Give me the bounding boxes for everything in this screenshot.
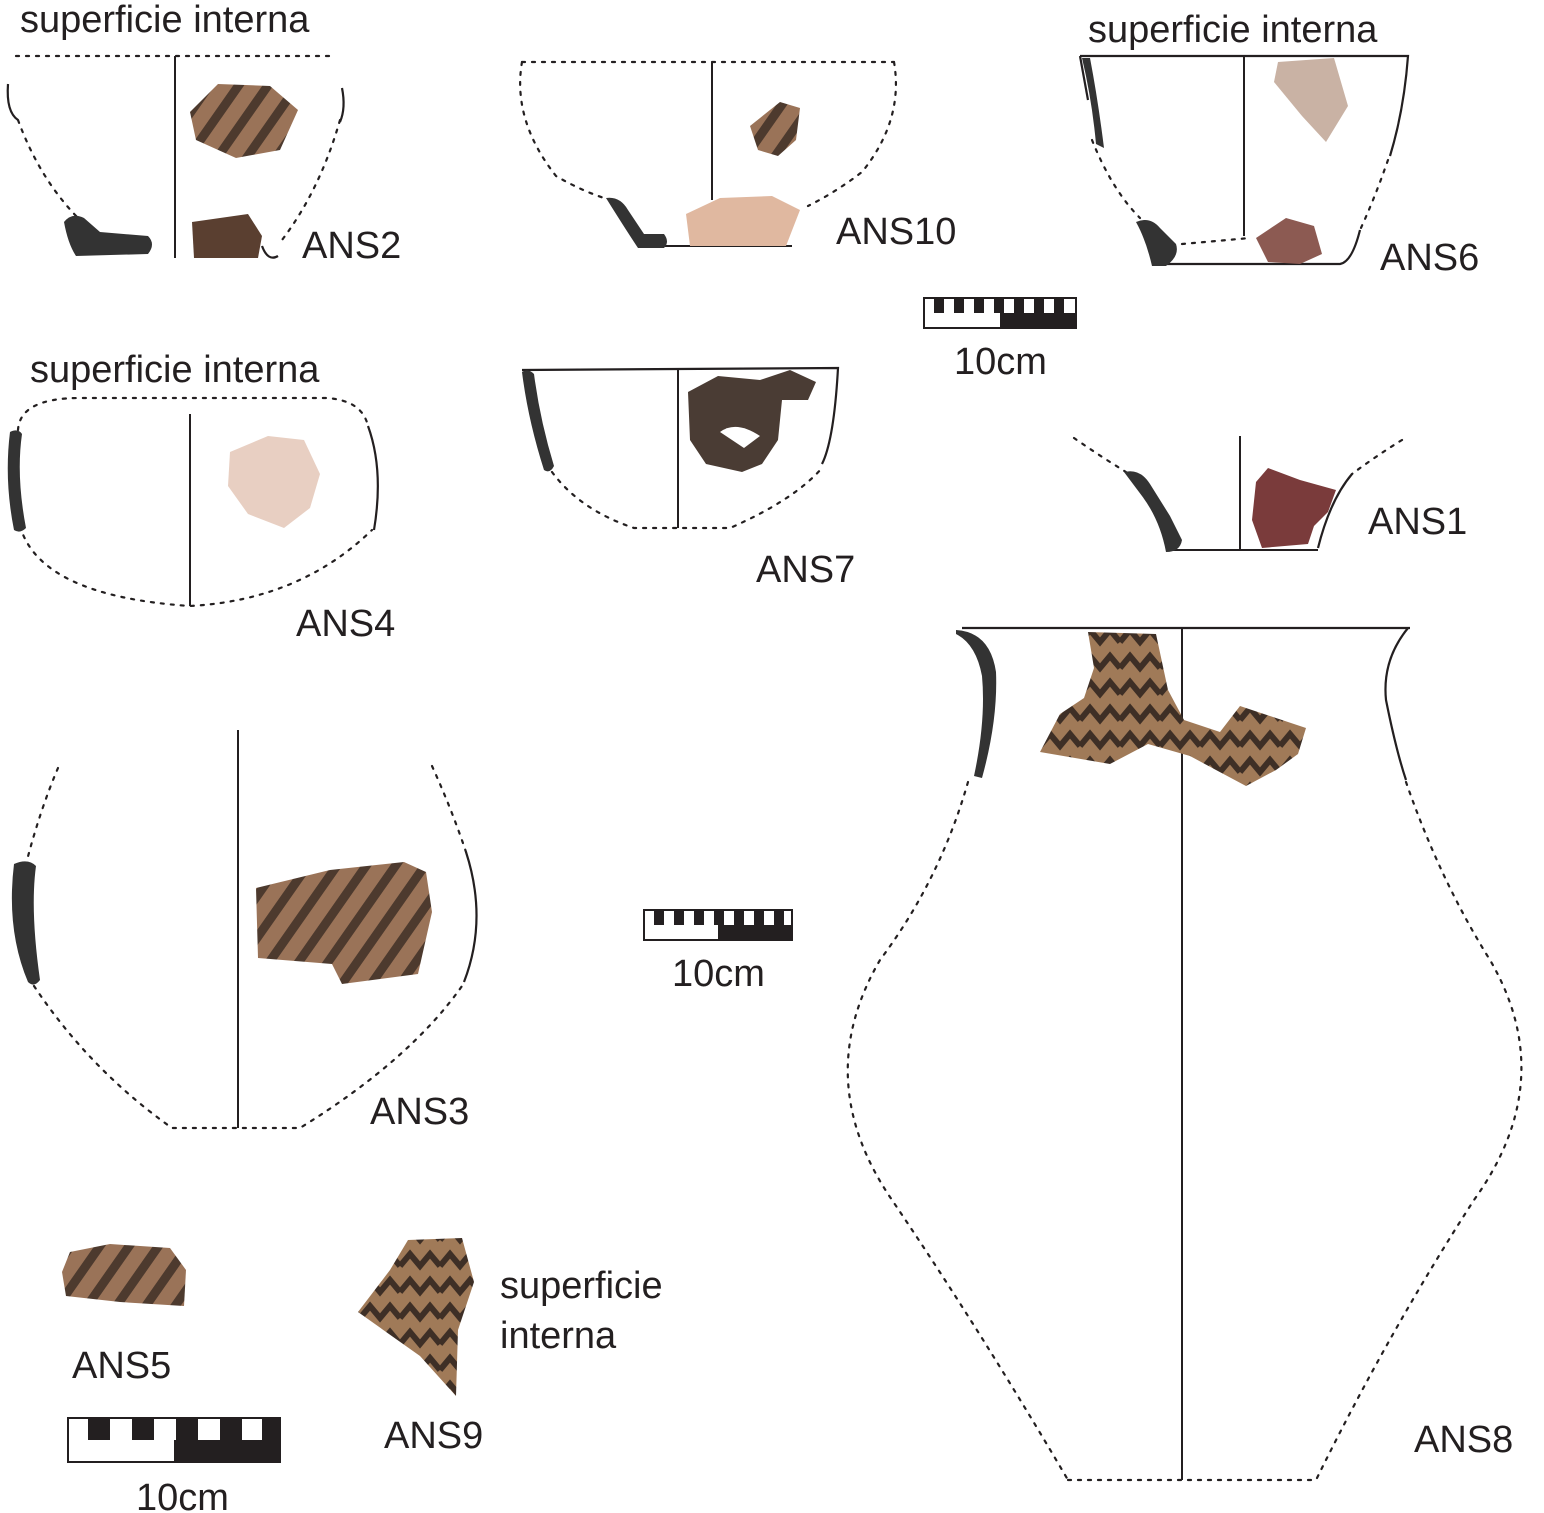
label-ans10: ANS10	[836, 211, 956, 253]
section-profile-ans7	[522, 370, 554, 472]
scale-label-top: 10cm	[954, 341, 1047, 383]
label-ans1: ANS1	[1368, 501, 1467, 543]
vessel-ans3: ANS3	[11, 730, 478, 1133]
caption-ans2: superficie interna	[20, 0, 310, 41]
vessel-ans1: ANS1	[1072, 436, 1467, 552]
vessel-ans8: ANS8	[846, 626, 1523, 1482]
sherd-ans5	[62, 1244, 186, 1306]
sherd-ans1	[1252, 468, 1336, 548]
sherd-ans2-lower	[192, 214, 262, 258]
caption-ans6: superficie interna	[1088, 9, 1378, 51]
section-profile-ans10	[606, 197, 667, 248]
vessel-ans2: superficie interna ANS2	[6, 0, 401, 267]
sherd-ans6-upper	[1274, 58, 1348, 142]
sherd-ans2-upper	[190, 84, 298, 158]
sherd-ans10-upper	[750, 102, 800, 156]
label-ans8: ANS8	[1414, 1419, 1513, 1461]
label-ans9: ANS9	[384, 1415, 483, 1457]
vessel-ans4: superficie interna ANS4	[7, 349, 395, 645]
caption-ans9-line1: superficie	[500, 1265, 663, 1307]
sherd-ans9	[358, 1238, 474, 1396]
vessel-ans10: ANS10	[519, 60, 956, 253]
scale-bar-top: 10cm	[923, 297, 1077, 383]
label-ans7: ANS7	[756, 549, 855, 591]
label-ans2: ANS2	[302, 225, 401, 267]
sherd-ans10-base	[686, 196, 800, 246]
vessel-ans6: superficie interna ANS6	[1078, 9, 1479, 279]
caption-ans4: superficie interna	[30, 349, 320, 391]
label-ans4: ANS4	[296, 603, 395, 645]
scale-label-bottom: 10cm	[136, 1477, 229, 1513]
section-profile-ans8	[956, 630, 997, 778]
sherd-group-ans9: superficie interna ANS9	[358, 1238, 663, 1457]
scale-label-middle: 10cm	[672, 953, 765, 995]
section-profile-ans1	[1124, 471, 1182, 552]
sherd-group-ans5: ANS5	[62, 1244, 186, 1387]
scale-bar-middle: 10cm	[643, 909, 793, 995]
label-ans6: ANS6	[1380, 237, 1479, 279]
vessel-ans7: ANS7	[521, 366, 855, 591]
sherd-ans8	[1040, 632, 1306, 786]
sherd-ans4	[228, 436, 320, 528]
sherd-ans3	[256, 862, 432, 984]
section-profile-ans6	[1082, 58, 1177, 266]
sherd-ans6-base	[1256, 218, 1322, 264]
label-ans5: ANS5	[72, 1345, 171, 1387]
section-profile-ans4	[7, 430, 26, 532]
section-profile-ans2	[64, 215, 152, 256]
caption-ans9-line2: interna	[500, 1315, 617, 1357]
sherd-ans7	[688, 370, 816, 472]
label-ans3: ANS3	[370, 1091, 469, 1133]
section-profile-ans3	[11, 861, 40, 985]
scale-bar-bottom: 10cm	[67, 1417, 281, 1513]
